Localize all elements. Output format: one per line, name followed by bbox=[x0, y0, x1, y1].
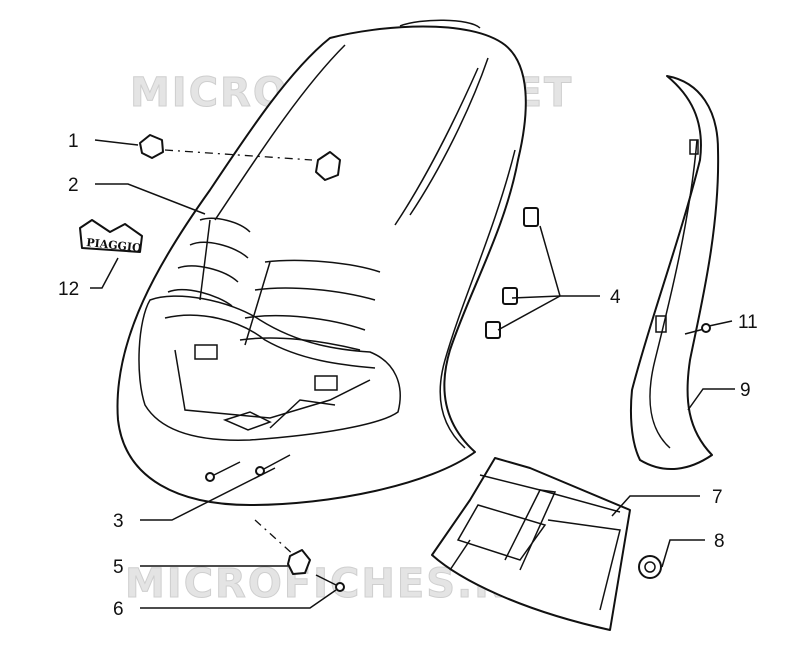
part-3-screws bbox=[205, 454, 291, 482]
part-8-washer bbox=[638, 555, 662, 579]
part-4-clips bbox=[485, 207, 539, 339]
part-9-side-trim bbox=[629, 75, 720, 471]
callout-1: 1 bbox=[68, 131, 79, 152]
callout-11: 11 bbox=[738, 312, 758, 333]
callout-9: 9 bbox=[740, 380, 751, 401]
callout-2: 2 bbox=[68, 175, 79, 196]
callout-3: 3 bbox=[113, 511, 124, 532]
part-5-6-fasteners bbox=[254, 519, 345, 592]
callout-12: 12 bbox=[58, 279, 79, 300]
part-7-grille bbox=[431, 457, 631, 631]
part-11-screw bbox=[684, 323, 711, 335]
badge-text: PIAGGIO bbox=[86, 236, 143, 255]
leader-lines bbox=[90, 139, 735, 609]
front-grille bbox=[167, 217, 381, 351]
part-1-nut bbox=[139, 134, 341, 181]
callout-4: 4 bbox=[610, 287, 621, 308]
callout-6: 6 bbox=[113, 599, 124, 620]
part-12-badge: PIAGGIO bbox=[79, 219, 143, 255]
callout-5: 5 bbox=[113, 557, 124, 578]
callout-numbers: 1 2 12 3 4 5 6 7 8 9 11 bbox=[58, 131, 758, 620]
callout-7: 7 bbox=[712, 487, 723, 508]
front-shield bbox=[116, 19, 527, 506]
callout-8: 8 bbox=[714, 531, 725, 552]
